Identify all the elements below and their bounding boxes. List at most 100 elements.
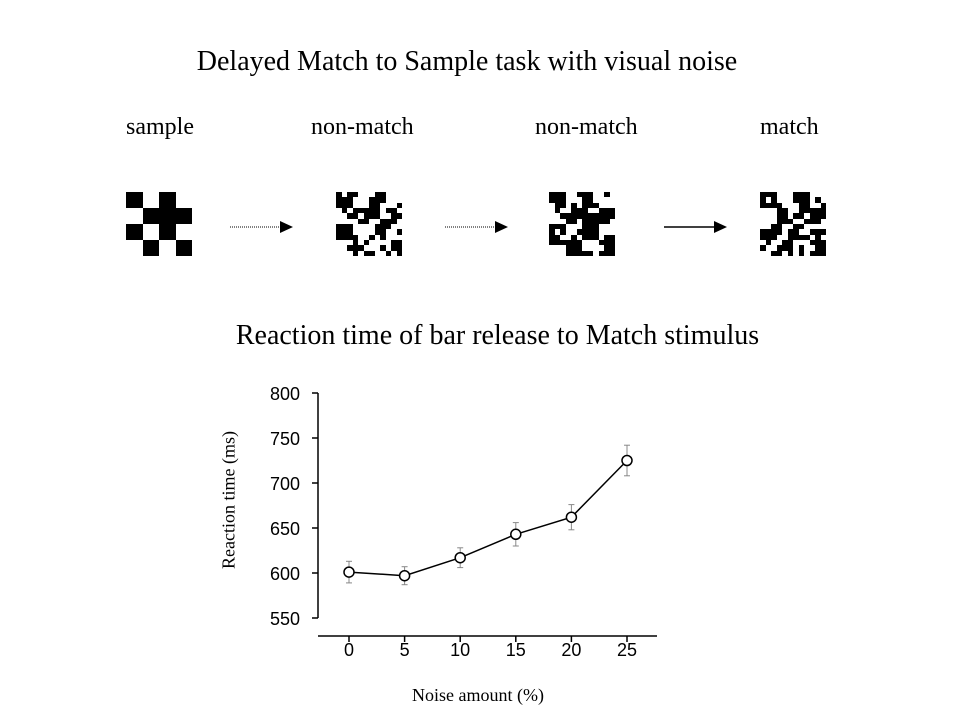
stimulus-pixel bbox=[787, 229, 793, 235]
stimulus-pixel bbox=[798, 197, 804, 203]
stimulus-pixel bbox=[175, 234, 181, 240]
stimulus-pixel bbox=[396, 224, 402, 230]
stimulus-pixel bbox=[164, 213, 170, 219]
stimulus-pixel bbox=[358, 192, 364, 198]
stimulus-pixel bbox=[159, 208, 165, 214]
stimulus-pixel bbox=[604, 208, 610, 214]
stimulus-pixel bbox=[782, 245, 788, 251]
stimulus-pixel bbox=[363, 197, 369, 203]
stimulus-pixel bbox=[341, 192, 347, 198]
stimulus-pixel bbox=[181, 213, 187, 219]
stimulus-pixel bbox=[369, 245, 375, 251]
stimulus-pixel bbox=[782, 202, 788, 208]
stimulus-pixel bbox=[560, 224, 566, 230]
stimulus-pixel bbox=[565, 224, 571, 230]
stimulus-pixel bbox=[787, 208, 793, 214]
stimulus-pixel bbox=[148, 202, 154, 208]
stimulus-pixel bbox=[604, 234, 610, 240]
stimulus-pixel bbox=[560, 245, 566, 251]
stimulus-pixel bbox=[142, 229, 148, 235]
stimulus-pixel bbox=[804, 218, 810, 224]
stimulus-pixel bbox=[175, 197, 181, 203]
stimulus-pixel bbox=[560, 202, 566, 208]
stimulus-pixel bbox=[609, 218, 615, 224]
stimulus-pixel bbox=[380, 224, 386, 230]
stimulus-pixel bbox=[358, 250, 364, 256]
stimulus-pixel bbox=[153, 213, 159, 219]
stimulus-pixel bbox=[576, 234, 582, 240]
stimulus-pixel bbox=[587, 229, 593, 235]
stimulus-pixel bbox=[369, 202, 375, 208]
x-tick-label: 10 bbox=[450, 640, 470, 660]
stimulus-pixel bbox=[771, 240, 777, 246]
stimulus-pixel bbox=[142, 202, 148, 208]
stimulus-pixel bbox=[380, 218, 386, 224]
stimulus-pixel bbox=[793, 245, 799, 251]
stimulus-pixel bbox=[175, 213, 181, 219]
stimulus-pixel bbox=[760, 245, 766, 251]
stimulus-pixel bbox=[793, 224, 799, 230]
stimulus-pixel bbox=[787, 202, 793, 208]
stimulus-pixel bbox=[385, 245, 391, 251]
stimulus-pixel bbox=[798, 234, 804, 240]
stimulus-pixel bbox=[815, 202, 821, 208]
stimulus-pixel bbox=[175, 224, 181, 230]
stimulus-pixel bbox=[565, 240, 571, 246]
stimulus-pixel bbox=[549, 224, 555, 230]
stimulus-pixel bbox=[798, 192, 804, 198]
stimulus-pixel bbox=[175, 192, 181, 198]
stimulus-pixel bbox=[560, 208, 566, 214]
stimulus-pixel bbox=[131, 197, 137, 203]
stimulus-pixel bbox=[815, 240, 821, 246]
stimulus-pixel bbox=[131, 234, 137, 240]
stimulus-pixel bbox=[142, 218, 148, 224]
stimulus-pixel bbox=[609, 229, 615, 235]
stimulus-pixel bbox=[336, 202, 342, 208]
stimulus-pixel bbox=[396, 245, 402, 251]
stimulus-pixel bbox=[760, 197, 766, 203]
stimulus-pixel bbox=[587, 218, 593, 224]
stimulus-pixel bbox=[164, 192, 170, 198]
stimulus-pixel bbox=[374, 213, 380, 219]
stimulus-pixel bbox=[126, 213, 132, 219]
stimulus-pixel bbox=[793, 197, 799, 203]
stimulus-pixel bbox=[186, 234, 192, 240]
stimulus-pixel bbox=[793, 208, 799, 214]
stimulus-pixel bbox=[771, 213, 777, 219]
stimulus-pixel bbox=[815, 218, 821, 224]
stimulus-pixel bbox=[374, 197, 380, 203]
stimulus-pixel bbox=[126, 197, 132, 203]
stimulus-pixel bbox=[363, 229, 369, 235]
stimulus-pixel bbox=[126, 240, 132, 246]
stimulus-pixel bbox=[170, 229, 176, 235]
stimulus-pixel bbox=[571, 213, 577, 219]
stimulus-pixel bbox=[582, 202, 588, 208]
stimulus-pixel bbox=[336, 213, 342, 219]
stimulus-pixel bbox=[609, 250, 615, 256]
stimulus-pixel bbox=[380, 202, 386, 208]
stimulus-pixel bbox=[352, 192, 358, 198]
stimulus-pixel bbox=[374, 192, 380, 198]
stimulus-pixel bbox=[598, 224, 604, 230]
stimulus-pixel bbox=[186, 240, 192, 246]
stimulus-pixel bbox=[131, 240, 137, 246]
stimulus-pixel bbox=[358, 218, 364, 224]
step-label-match: match bbox=[760, 114, 819, 140]
stimulus-pixel bbox=[148, 234, 154, 240]
stimulus-pixel bbox=[374, 218, 380, 224]
stimulus-pixel bbox=[604, 240, 610, 246]
stimulus-pixel bbox=[164, 224, 170, 230]
stimulus-pixel bbox=[142, 224, 148, 230]
stimulus-pixel bbox=[598, 202, 604, 208]
stimulus-pixel bbox=[549, 197, 555, 203]
stimulus-pixel bbox=[391, 240, 397, 246]
stimulus-pixel bbox=[554, 218, 560, 224]
stimulus-pixel bbox=[380, 229, 386, 235]
stimulus-pixel bbox=[820, 202, 826, 208]
stimulus-pixel bbox=[131, 192, 137, 198]
stimulus-pixel bbox=[609, 208, 615, 214]
stimulus-pixel bbox=[776, 250, 782, 256]
stimulus-pixel bbox=[582, 197, 588, 203]
stimulus-pixel bbox=[571, 218, 577, 224]
stimulus-pixel bbox=[571, 224, 577, 230]
